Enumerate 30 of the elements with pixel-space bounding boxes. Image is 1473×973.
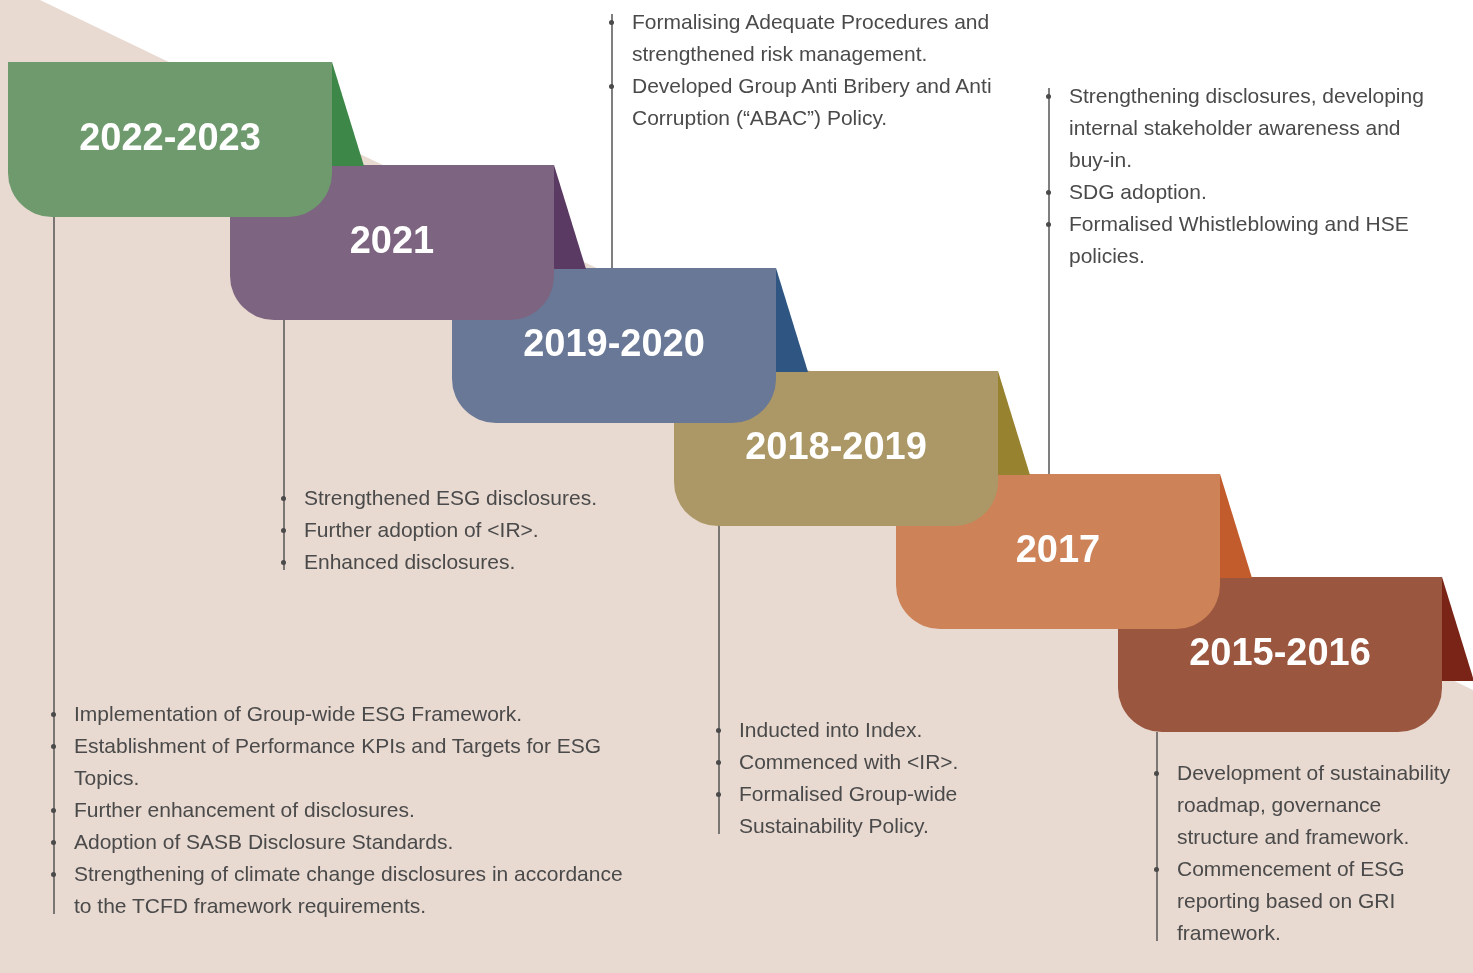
leader-line <box>718 525 720 835</box>
leader-line <box>283 319 285 571</box>
year-label: 2015-2016 <box>1188 630 1372 675</box>
year-label: 2021 <box>348 218 436 263</box>
bullet-text: Formalised Whistleblowing and HSE policies. <box>1045 208 1445 272</box>
leader-line <box>53 216 55 915</box>
bullet-text: Inducted into Index. <box>715 714 1005 746</box>
bullet-text: Formalised Group-wide Sustainability Policy. <box>715 778 1005 842</box>
bullet-text: Adoption of SASB Disclosure Standards. <box>50 826 630 858</box>
bullet-text: SDG adoption. <box>1045 176 1445 208</box>
bullet-text: Formalising Adequate Procedures and strengthened risk management. <box>608 6 1018 70</box>
bullet-text: Strengthened ESG disclosures. <box>280 482 620 514</box>
bullet-text: Further enhancement of disclosures. <box>50 794 630 826</box>
bullet-text: Further adoption of <IR>. <box>280 514 620 546</box>
leader-line <box>1156 731 1158 942</box>
bullet-text: Developed Group Anti Bribery and Anti Corruption (“ABAC”) Policy. <box>608 70 1018 134</box>
leader-line <box>1048 87 1050 475</box>
bullet-text: Enhanced disclosures. <box>280 546 620 578</box>
leader-line <box>611 13 613 269</box>
bullet-text: Development of sustainability roadmap, governance structure and framework. <box>1153 757 1453 853</box>
bullet-text: Commenced with <IR>. <box>715 746 1005 778</box>
year-label: 2017 <box>1014 527 1102 572</box>
year-label: 2019-2020 <box>522 321 706 366</box>
bullet-text: Commencement of ESG reporting based on GRI framework. <box>1153 853 1453 949</box>
bullet-text: Establishment of Performance KPIs and Targets for ESG Topics. <box>50 730 630 794</box>
bullet-text: Strengthening of climate change disclosures in accordance to the TCFD framework requirements. <box>50 858 630 922</box>
bullet-text: Strengthening disclosures, developing internal stakeholder awareness and buy-in. <box>1045 80 1445 176</box>
year-label: 2022-2023 <box>78 115 262 160</box>
bullet-text: Implementation of Group-wide ESG Framework. <box>50 698 630 730</box>
year-label: 2018-2019 <box>744 424 928 469</box>
